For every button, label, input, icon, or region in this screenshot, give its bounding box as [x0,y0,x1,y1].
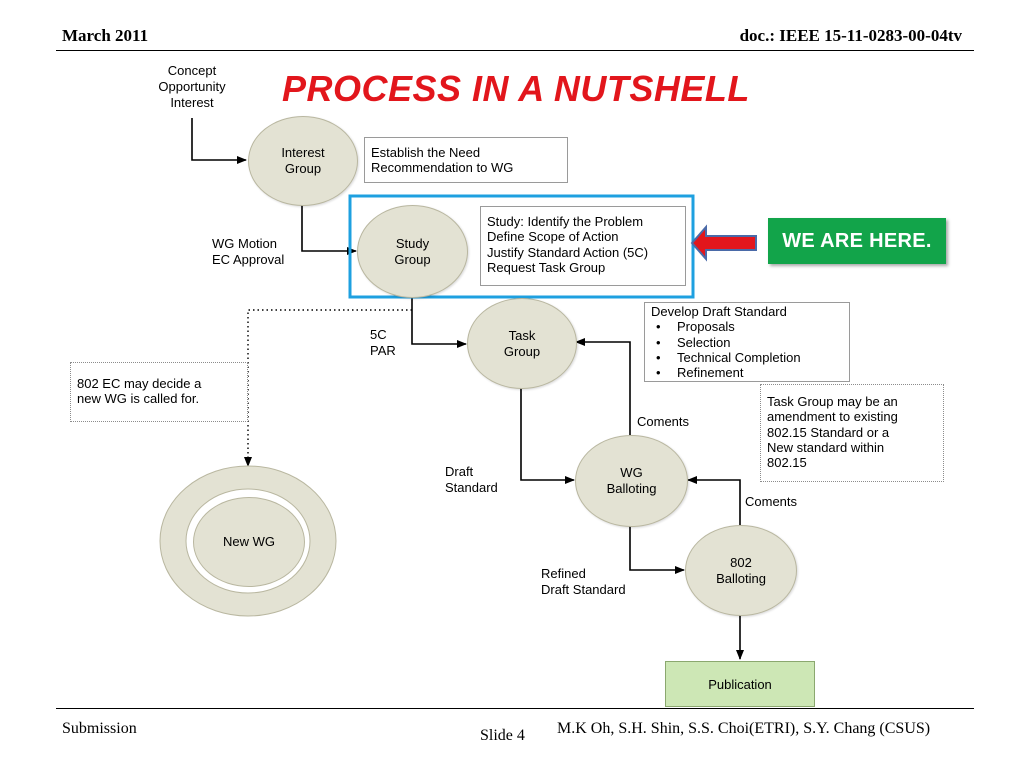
develop-box-title: Develop Draft Standard [651,304,787,319]
amendment-note-box: Task Group may be an amendment to existi… [760,384,944,482]
develop-item: Selection [656,335,843,351]
draft-standard-label: Draft Standard [445,464,498,495]
refined-draft-label: Refined Draft Standard [541,566,626,597]
edge-study-to-task [411,297,467,348]
publication-box: Publication [665,661,815,707]
comments-label-2: Coments [745,494,798,509]
5c-par-label: 5C PAR [370,327,396,358]
study-highlight-frame [348,194,695,299]
ec-note-box: 802 EC may decide a new WG is called for… [70,362,248,422]
footer-rule [56,708,974,709]
footer-slide-number: Slide 4 [480,727,525,744]
develop-list: Proposals Selection Technical Completion… [651,319,843,380]
slide-title: PROCESS IN A NUTSHELL [282,68,750,109]
edge-wgballot-to-802 [629,525,685,574]
develop-item: Technical Completion [656,350,843,366]
develop-item: Proposals [656,319,843,335]
red-arrow-icon [690,224,757,262]
develop-box: Develop Draft Standard Proposals Selecti… [644,302,850,382]
edge-task-to-wgballot [520,387,575,484]
header-doc-id: doc.: IEEE 15-11-0283-00-04tv [739,26,962,45]
we-are-here-callout: WE ARE HERE. [768,218,946,264]
edge-wgballot-comments [575,338,631,435]
footer-submission: Submission [62,720,137,737]
edge-interest-to-study [301,205,357,255]
header-rule [56,50,974,51]
new-wg-node: New WG [193,497,305,587]
establish-box: Establish the Need Recommendation to WG [364,137,568,183]
edge-concept-to-interest [191,118,247,164]
footer-authors: M.K Oh, S.H. Shin, S.S. Choi(ETRI), S.Y.… [557,720,931,737]
header-date: March 2011 [62,26,149,45]
concept-input-label: Concept Opportunity Interest [158,63,226,110]
comments-label-1: Coments [637,414,690,429]
study-box: Study: Identify the Problem Define Scope… [480,206,686,286]
develop-item: Refinement [656,365,843,381]
edge-802-comments [687,476,741,525]
edge-study-to-newwg [244,309,412,467]
wg-motion-label: WG Motion EC Approval [212,236,285,267]
